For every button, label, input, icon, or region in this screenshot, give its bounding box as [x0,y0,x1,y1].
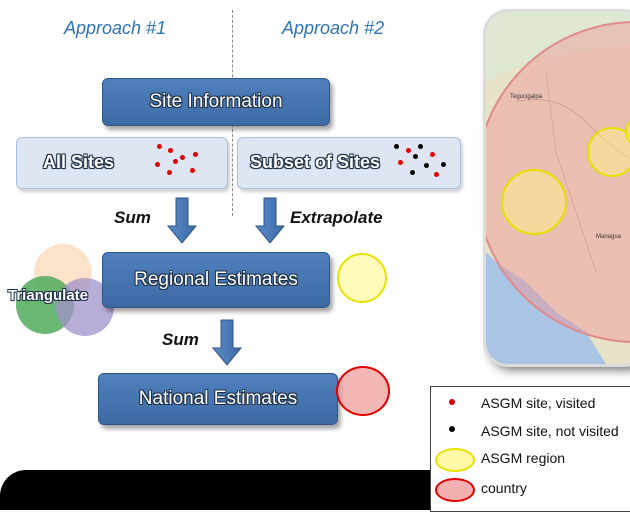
all-sites-label: All Sites [43,152,115,172]
site-dot-visited [155,162,160,167]
site-dot-not-visited [410,170,415,175]
country-map: Tegucigalpa Managua [486,12,630,364]
legend-label-country: country [481,480,527,496]
region-circle [625,120,630,144]
site-dot-visited [406,148,411,153]
site-information-label: Site Information [149,91,283,112]
bottom-bar [0,470,430,510]
site-dot-not-visited [441,162,446,167]
legend-red-dot-icon [449,399,455,405]
regional-estimates-box: Regional Estimates [102,252,330,308]
site-dot-visited [430,152,435,157]
map-land-north [486,12,630,82]
subset-of-sites-label: Subset of Sites [250,152,381,172]
regional-yellow-circle [337,253,387,303]
map-border-line [545,71,597,273]
legend-red-circle-icon [435,478,475,502]
site-dot-visited [167,170,172,175]
legend-label-visited: ASGM site, visited [481,395,596,411]
sum-step-label-center: Sum [162,330,199,349]
site-dot-visited [190,168,195,173]
approach-1-heading: Approach #1 [64,18,167,38]
national-red-circle [336,366,390,416]
down-arrow-right [254,197,286,244]
extrapolate-step-label: Extrapolate [290,208,383,227]
legend-label-not-visited: ASGM site, not visited [481,423,619,439]
site-dot-visited [173,159,178,164]
down-arrow-center [211,319,243,366]
triangulate-label: Triangulate [8,287,89,304]
legend-black-dot-icon [449,426,455,432]
national-estimates-label: National Estimates [138,388,298,409]
region-circle [587,127,630,177]
site-dot-visited [193,152,198,157]
site-dot-visited [157,144,162,149]
site-dot-not-visited [413,154,418,159]
map-label: Managua [596,234,622,240]
site-dot-visited [168,148,173,153]
site-information-box: Site Information [102,78,330,126]
site-dot-not-visited [418,144,423,149]
map-label: Tegucigalpa [510,94,543,100]
regional-estimates-label: Regional Estimates [134,269,298,290]
map-graphic: Tegucigalpa Managua [486,12,630,364]
legend-yellow-circle-icon [435,448,475,472]
subset-of-sites-box: Subset of Sites [237,137,461,189]
all-sites-box: All Sites [16,137,228,189]
site-dot-visited [180,155,185,160]
legend: ASGM site, visited ASGM site, not visite… [430,386,630,512]
national-estimates-box: National Estimates [98,373,338,425]
map-land [486,44,630,364]
site-dot-visited [434,172,439,177]
approach-2-heading: Approach #2 [282,18,385,38]
site-dot-not-visited [394,144,399,149]
site-dot-visited [398,160,403,165]
region-circle [501,169,567,235]
sum-step-label-left: Sum [114,208,151,227]
map-border-line [515,99,630,160]
down-arrow-left [166,197,198,244]
legend-label-region: ASGM region [481,450,566,466]
site-dot-not-visited [424,163,429,168]
